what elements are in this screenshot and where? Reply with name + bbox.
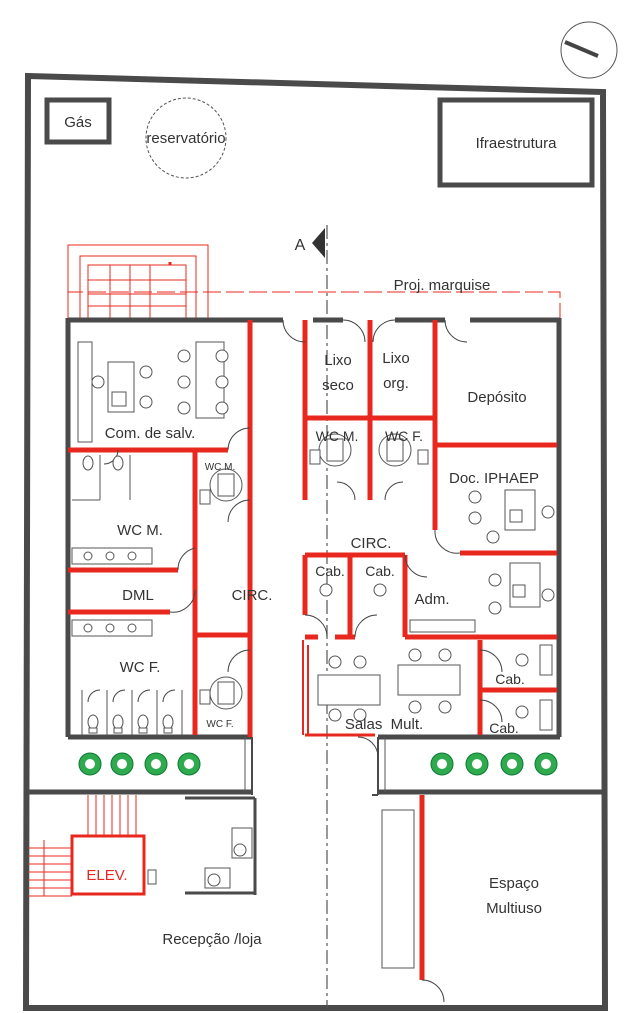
building-walls bbox=[26, 317, 605, 895]
office-furniture-adm bbox=[409, 562, 555, 633]
wc-f-upper-label: WC F. bbox=[385, 428, 423, 444]
lixo-org-label-1: Lixo bbox=[382, 350, 410, 367]
plant-icon bbox=[465, 752, 489, 776]
deposito-label: Depósito bbox=[467, 389, 526, 406]
plant-icon bbox=[430, 752, 454, 776]
dml-label: DML bbox=[122, 587, 154, 604]
lixo-org-label-2: org. bbox=[383, 375, 409, 392]
recepcao-label: Recepção /loja bbox=[162, 931, 262, 948]
plants-left bbox=[78, 752, 201, 776]
toilet-icon bbox=[87, 714, 99, 734]
plant-icon bbox=[144, 752, 168, 776]
espaco-label-2: Multiuso bbox=[486, 900, 542, 917]
cab-furniture bbox=[319, 583, 553, 731]
cab-2-label: Cab. bbox=[365, 563, 395, 579]
doc-iphaep-label: Doc. IPHAEP bbox=[449, 470, 539, 487]
plant-icon bbox=[500, 752, 524, 776]
lixo-seco-label-1: Lixo bbox=[324, 352, 352, 369]
marquise-line bbox=[67, 291, 561, 318]
plant-icon bbox=[177, 752, 201, 776]
elev-label: ELEV. bbox=[86, 867, 127, 884]
stair-elevator bbox=[28, 795, 157, 897]
office-furniture-doc bbox=[468, 489, 555, 544]
north-arrow-icon bbox=[560, 21, 618, 79]
reservatorio-label: reservatório bbox=[146, 130, 225, 147]
reception-furniture bbox=[204, 827, 253, 889]
plant-icon bbox=[110, 752, 134, 776]
elevator-shaft bbox=[70, 834, 146, 896]
adm-label: Adm. bbox=[414, 591, 449, 608]
reservatorio-circle bbox=[145, 97, 227, 179]
circ-center-label: CIRC. bbox=[351, 535, 392, 552]
toilet-icon bbox=[112, 714, 124, 734]
infra-label: Ifraestrutura bbox=[476, 135, 558, 152]
wc-f-stalls bbox=[81, 690, 183, 735]
com-salv-label: Com. de salv. bbox=[105, 425, 196, 442]
red-walls bbox=[68, 320, 557, 980]
accessible-wc-fixtures bbox=[199, 433, 429, 710]
espaco-label-1: Espaço bbox=[489, 875, 539, 892]
wc-m-stalls bbox=[72, 455, 131, 501]
toilet-icon bbox=[82, 455, 94, 471]
sink-counters bbox=[71, 547, 153, 637]
section-arrow-icon bbox=[312, 228, 325, 258]
wc-f-label: WC F. bbox=[120, 659, 161, 676]
stair-top bbox=[67, 244, 209, 318]
wc-m-small-label: WC M. bbox=[205, 462, 236, 473]
infra-box bbox=[437, 97, 595, 188]
door-swings bbox=[87, 319, 503, 1003]
plant-icon bbox=[78, 752, 102, 776]
cab-3-label: Cab. bbox=[495, 671, 525, 687]
multiuse-room-furniture bbox=[317, 648, 461, 722]
cab-4-label: Cab. bbox=[489, 720, 519, 736]
gas-label: Gás bbox=[64, 114, 92, 131]
wc-m-label: WC M. bbox=[117, 522, 163, 539]
toilet-icon bbox=[137, 714, 149, 734]
circ-left-label: CIRC. bbox=[232, 587, 273, 604]
cab-1-label: Cab. bbox=[315, 563, 345, 579]
office-furniture-com-salv bbox=[77, 341, 229, 443]
section-label: A bbox=[295, 237, 306, 254]
salas-mult-label: Salas Mult. bbox=[345, 716, 423, 733]
marquise-label: Proj. marquise bbox=[394, 277, 491, 294]
wc-f-small-label: WC F. bbox=[206, 719, 233, 730]
toilet-icon bbox=[162, 714, 174, 734]
espaco-bench bbox=[381, 809, 415, 969]
toilet-icon bbox=[112, 455, 124, 471]
wc-m-upper-label: WC M. bbox=[316, 428, 359, 444]
site-boundary bbox=[22, 72, 609, 1011]
gas-box bbox=[44, 97, 112, 145]
plant-icon bbox=[534, 752, 558, 776]
plants-right bbox=[430, 752, 558, 776]
lixo-seco-label-2: seco bbox=[322, 377, 354, 394]
